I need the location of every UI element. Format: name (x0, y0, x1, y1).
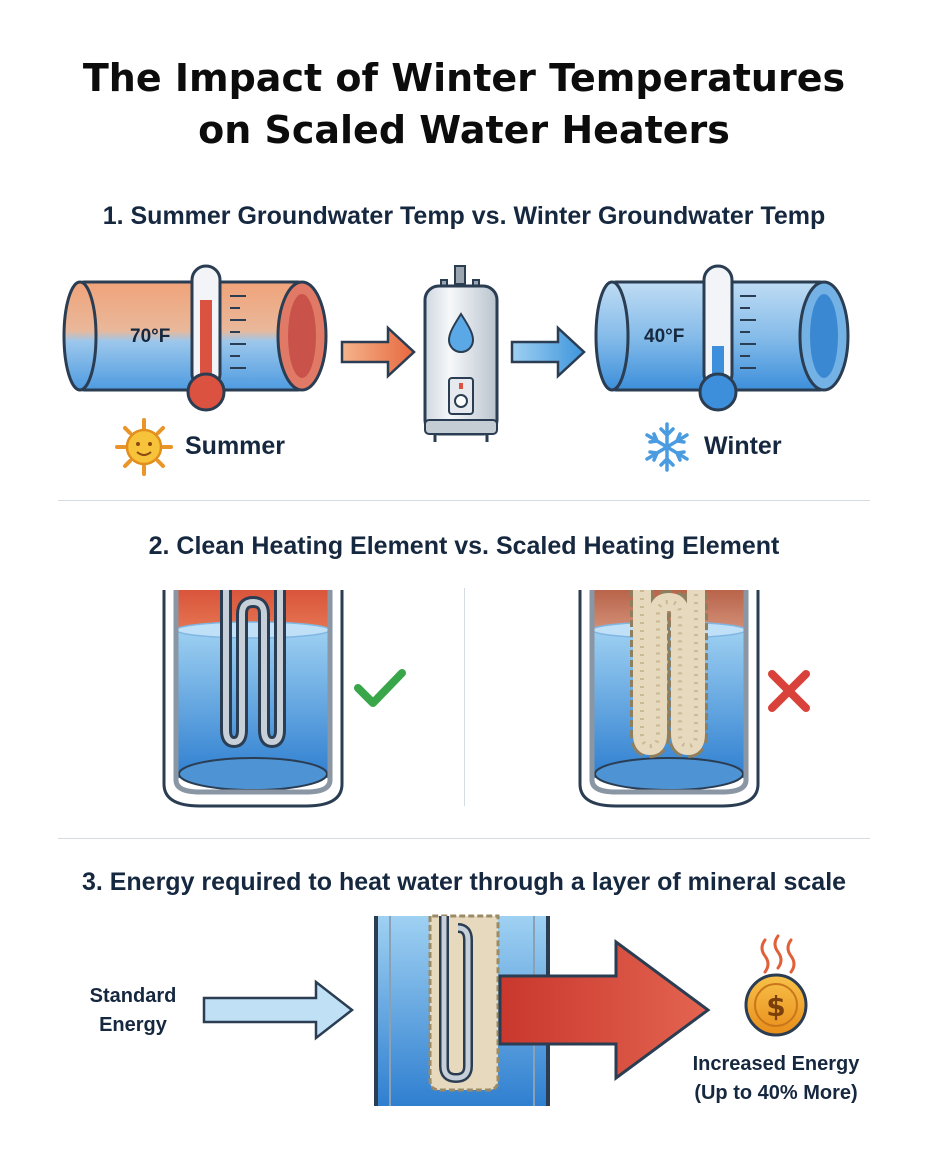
summer-label: Summer (185, 432, 286, 460)
title-line-1: The Impact of Winter Temperatures (82, 56, 846, 100)
sun-icon (115, 418, 173, 476)
cross-icon (768, 670, 810, 712)
standard-energy-line-2: Energy (99, 1014, 167, 1036)
summer-temp-label: 70°F (130, 326, 171, 347)
increased-energy-label: Increased Energy (Up to 40% More) (668, 1050, 884, 1108)
snowflake-icon (645, 422, 689, 472)
water-heater (423, 265, 499, 442)
dollar-coin-icon: $ (744, 973, 808, 1037)
water-drop-icon (447, 312, 475, 353)
winter-thermometer (698, 264, 738, 412)
section-1-heading: 1. Summer Groundwater Temp vs. Winter Gr… (102, 202, 826, 230)
divider-1 (58, 500, 870, 501)
heat-waves-icon (760, 934, 796, 974)
clean-tank (162, 590, 344, 808)
winter-temp-label: 40°F (644, 326, 685, 347)
section-3-heading: 3. Energy required to heat water through… (81, 868, 847, 896)
summer-thermometer (186, 264, 226, 412)
section-2-heading: 2. Clean Heating Element vs. Scaled Heat… (148, 532, 780, 560)
arrow-to-heater (340, 325, 416, 379)
check-icon (354, 669, 406, 707)
standard-energy-line-1: Standard (89, 985, 177, 1007)
standard-energy-label: Standard Energy (60, 982, 206, 1040)
title-line-2: on Scaled Water Heaters (198, 108, 730, 152)
divider-2 (58, 838, 870, 839)
winter-label: Winter (704, 432, 782, 460)
coin-symbol: $ (766, 990, 785, 1023)
standard-energy-arrow (202, 979, 355, 1041)
increased-energy-arrow (498, 939, 711, 1081)
arrow-from-heater (510, 325, 586, 379)
scaled-tank (578, 590, 760, 808)
increased-energy-line-1: Increased Energy (692, 1053, 860, 1075)
vertical-divider (464, 588, 465, 806)
increased-energy-line-2: (Up to 40% More) (694, 1082, 858, 1104)
page-title: The Impact of Winter Temperatures on Sca… (0, 52, 928, 156)
